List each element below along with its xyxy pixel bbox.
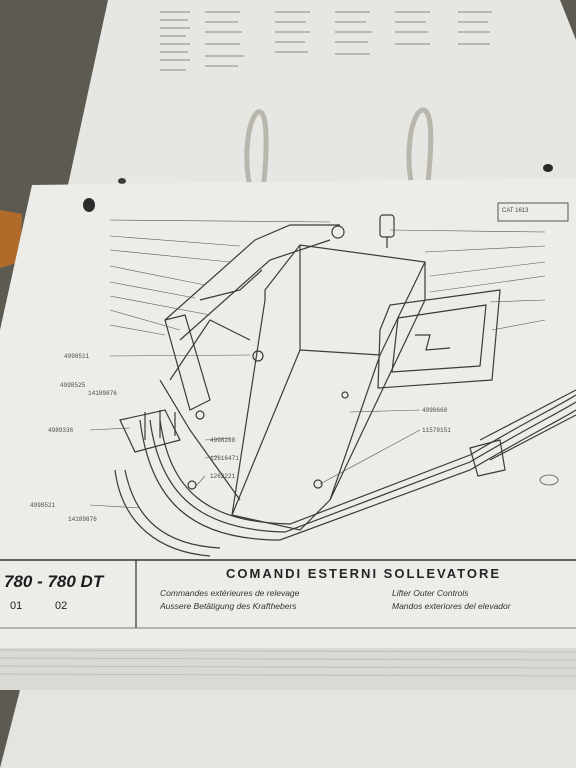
- catalog-ref-box: [497, 202, 569, 222]
- callout-left-5: 14189876: [68, 516, 97, 523]
- back-punch-hole: [543, 164, 553, 172]
- callout-right-2: 11579151: [422, 427, 451, 434]
- callout-middle-2: 12616471: [210, 455, 239, 462]
- title-spanish: Mandos exteriores del elevador: [392, 601, 511, 611]
- title-french: Commandes extérieures de relevage: [160, 588, 300, 598]
- title-german: Aussere Betätigung des Krafthebers: [160, 601, 297, 611]
- back-sheet: [68, 0, 576, 185]
- parts-list-lines: [160, 11, 492, 71]
- binder-ring-left: [244, 109, 269, 201]
- lower-page: [0, 690, 576, 768]
- title-english: Lifter Outer Controls: [392, 588, 469, 598]
- callout-left-4: 4998521: [30, 502, 56, 509]
- front-punch-hole: [83, 198, 95, 212]
- callout-left-1: 4998525: [60, 382, 86, 389]
- callout-left-6: 4998511: [64, 353, 90, 360]
- wooden-edge: [0, 210, 22, 268]
- model-number: 780 - 780 DT: [4, 572, 104, 591]
- callout-left-2: 14189876: [88, 390, 117, 397]
- exploded-diagram: [114, 214, 576, 557]
- callout-left-3: 4989336: [48, 427, 74, 434]
- page-code-1: 01: [10, 600, 23, 612]
- binder-ring-right: [406, 107, 434, 201]
- callout-middle-3: 1262221: [210, 473, 236, 480]
- page-code-2: 02: [55, 600, 68, 612]
- catalog-ref: CAT 1613: [502, 208, 529, 214]
- callout-middle-1: 4998288: [210, 437, 236, 444]
- title-italian: COMANDI ESTERNI SOLLEVATORE: [226, 566, 502, 581]
- callout-right-1: 4998668: [422, 407, 448, 414]
